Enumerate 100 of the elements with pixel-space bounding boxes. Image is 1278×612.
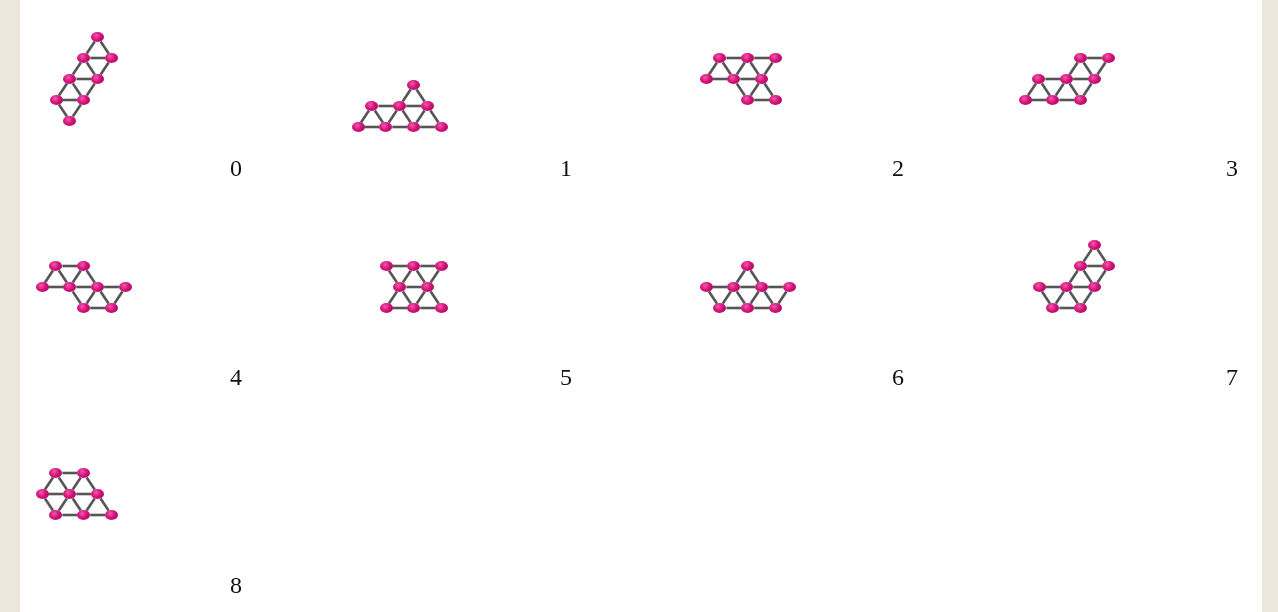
graph-vertex (782, 282, 796, 292)
graph-vertex (105, 510, 118, 520)
graph-edge (71, 290, 82, 305)
graph-edge (1040, 290, 1052, 305)
graph-vertex (1046, 95, 1060, 105)
graph-vertex (105, 53, 119, 63)
graph-vertex (49, 95, 63, 105)
graph-edge (735, 269, 746, 284)
graph-vertex (699, 74, 713, 84)
graph-edge (1068, 290, 1079, 305)
graph-vertex (699, 282, 713, 292)
graph-edge (1082, 269, 1093, 284)
graph-edge (85, 290, 96, 305)
graph-vertex (435, 261, 449, 271)
graph-vertex (713, 303, 727, 313)
graph-vertex (1088, 282, 1102, 292)
graph-vertex (755, 282, 769, 292)
graph-edge (43, 497, 55, 512)
graph-vertex (77, 261, 91, 271)
graph-vertex (77, 53, 91, 63)
graph-vertex (1060, 74, 1074, 84)
graph-vertex (91, 282, 105, 292)
graph-vertex (77, 95, 91, 105)
graph-number: 8 (230, 573, 242, 597)
graph-number: 5 (560, 365, 572, 389)
graph-edge (1054, 82, 1065, 97)
graph-number: 2 (892, 156, 904, 180)
graph-vertex (727, 282, 741, 292)
graph-edge (1068, 61, 1079, 76)
graph-edge (749, 61, 760, 76)
graph-vertex (105, 303, 118, 313)
graph-edge (415, 290, 426, 305)
graph-number: 6 (892, 365, 904, 389)
graph-vertex (49, 510, 63, 520)
graph-vertex (741, 95, 755, 105)
graph-vertex (421, 101, 434, 111)
graph-vertex (49, 468, 63, 478)
graph-edge (749, 290, 760, 305)
graph-vertex (1018, 95, 1032, 105)
graph-vertex (769, 303, 782, 313)
graph-vertex (407, 122, 421, 132)
graph-vertex (1046, 303, 1060, 313)
graph-vertex (393, 101, 407, 111)
graph-vertex (63, 282, 77, 292)
graph-vertex (1074, 261, 1088, 271)
graph-edge (71, 269, 82, 284)
graph-edge (57, 103, 69, 118)
graph-edge (749, 82, 760, 97)
graph-edge (387, 290, 399, 305)
graph-vertex (351, 122, 365, 132)
graph-edge (99, 61, 110, 76)
graph-edge (85, 476, 96, 491)
graph-edge (735, 82, 746, 97)
graph-vertex (1074, 95, 1088, 105)
graph-vertex (434, 122, 448, 132)
graph-vertex (77, 468, 91, 478)
graph-edge (707, 290, 719, 305)
graph-edge (387, 109, 398, 124)
graph-edge (735, 290, 746, 305)
graph-vertex (63, 489, 77, 499)
graph-vertex (769, 95, 782, 105)
graph-vertex (741, 261, 755, 271)
graph-edge (415, 269, 426, 284)
graph-vertex (379, 261, 393, 271)
graph-edge (707, 61, 719, 76)
graph-vertex (379, 122, 393, 132)
graph-number: 1 (560, 156, 572, 180)
graph-vertex (365, 101, 379, 111)
graph-edge (85, 269, 96, 284)
graph-edge (85, 497, 96, 512)
graph-vertex (1074, 303, 1088, 313)
graph-edge (401, 109, 412, 124)
graph-edge (749, 269, 760, 284)
graph-edge (99, 40, 110, 55)
graph-edge (57, 82, 69, 97)
graph-edge (1082, 290, 1093, 305)
graph-number: 4 (230, 365, 242, 389)
graph-edge (85, 40, 96, 55)
graph-edge (71, 497, 82, 512)
graph-vertex (118, 282, 132, 292)
graph-vertex (77, 510, 91, 520)
graph-vertex (49, 261, 63, 271)
graph-edge (359, 109, 371, 124)
graph-vertex (91, 489, 105, 499)
graph-vertex (741, 53, 755, 63)
graph-edge (43, 269, 55, 284)
graph-vertex (91, 74, 105, 84)
graph-vertex (769, 53, 782, 63)
graph-vertex (407, 261, 421, 271)
graph-vertex (727, 74, 741, 84)
graph-vertex (1088, 240, 1102, 250)
graph-number: 3 (1226, 156, 1238, 180)
graph-vertex (379, 303, 393, 313)
graph-edge (387, 269, 399, 284)
graph-number: 7 (1226, 365, 1238, 389)
graph-edge (1082, 248, 1093, 263)
graph-vertex (1102, 261, 1115, 271)
graph-vertex (77, 303, 91, 313)
graph-edge (71, 476, 82, 491)
graph-number: 0 (230, 156, 242, 180)
